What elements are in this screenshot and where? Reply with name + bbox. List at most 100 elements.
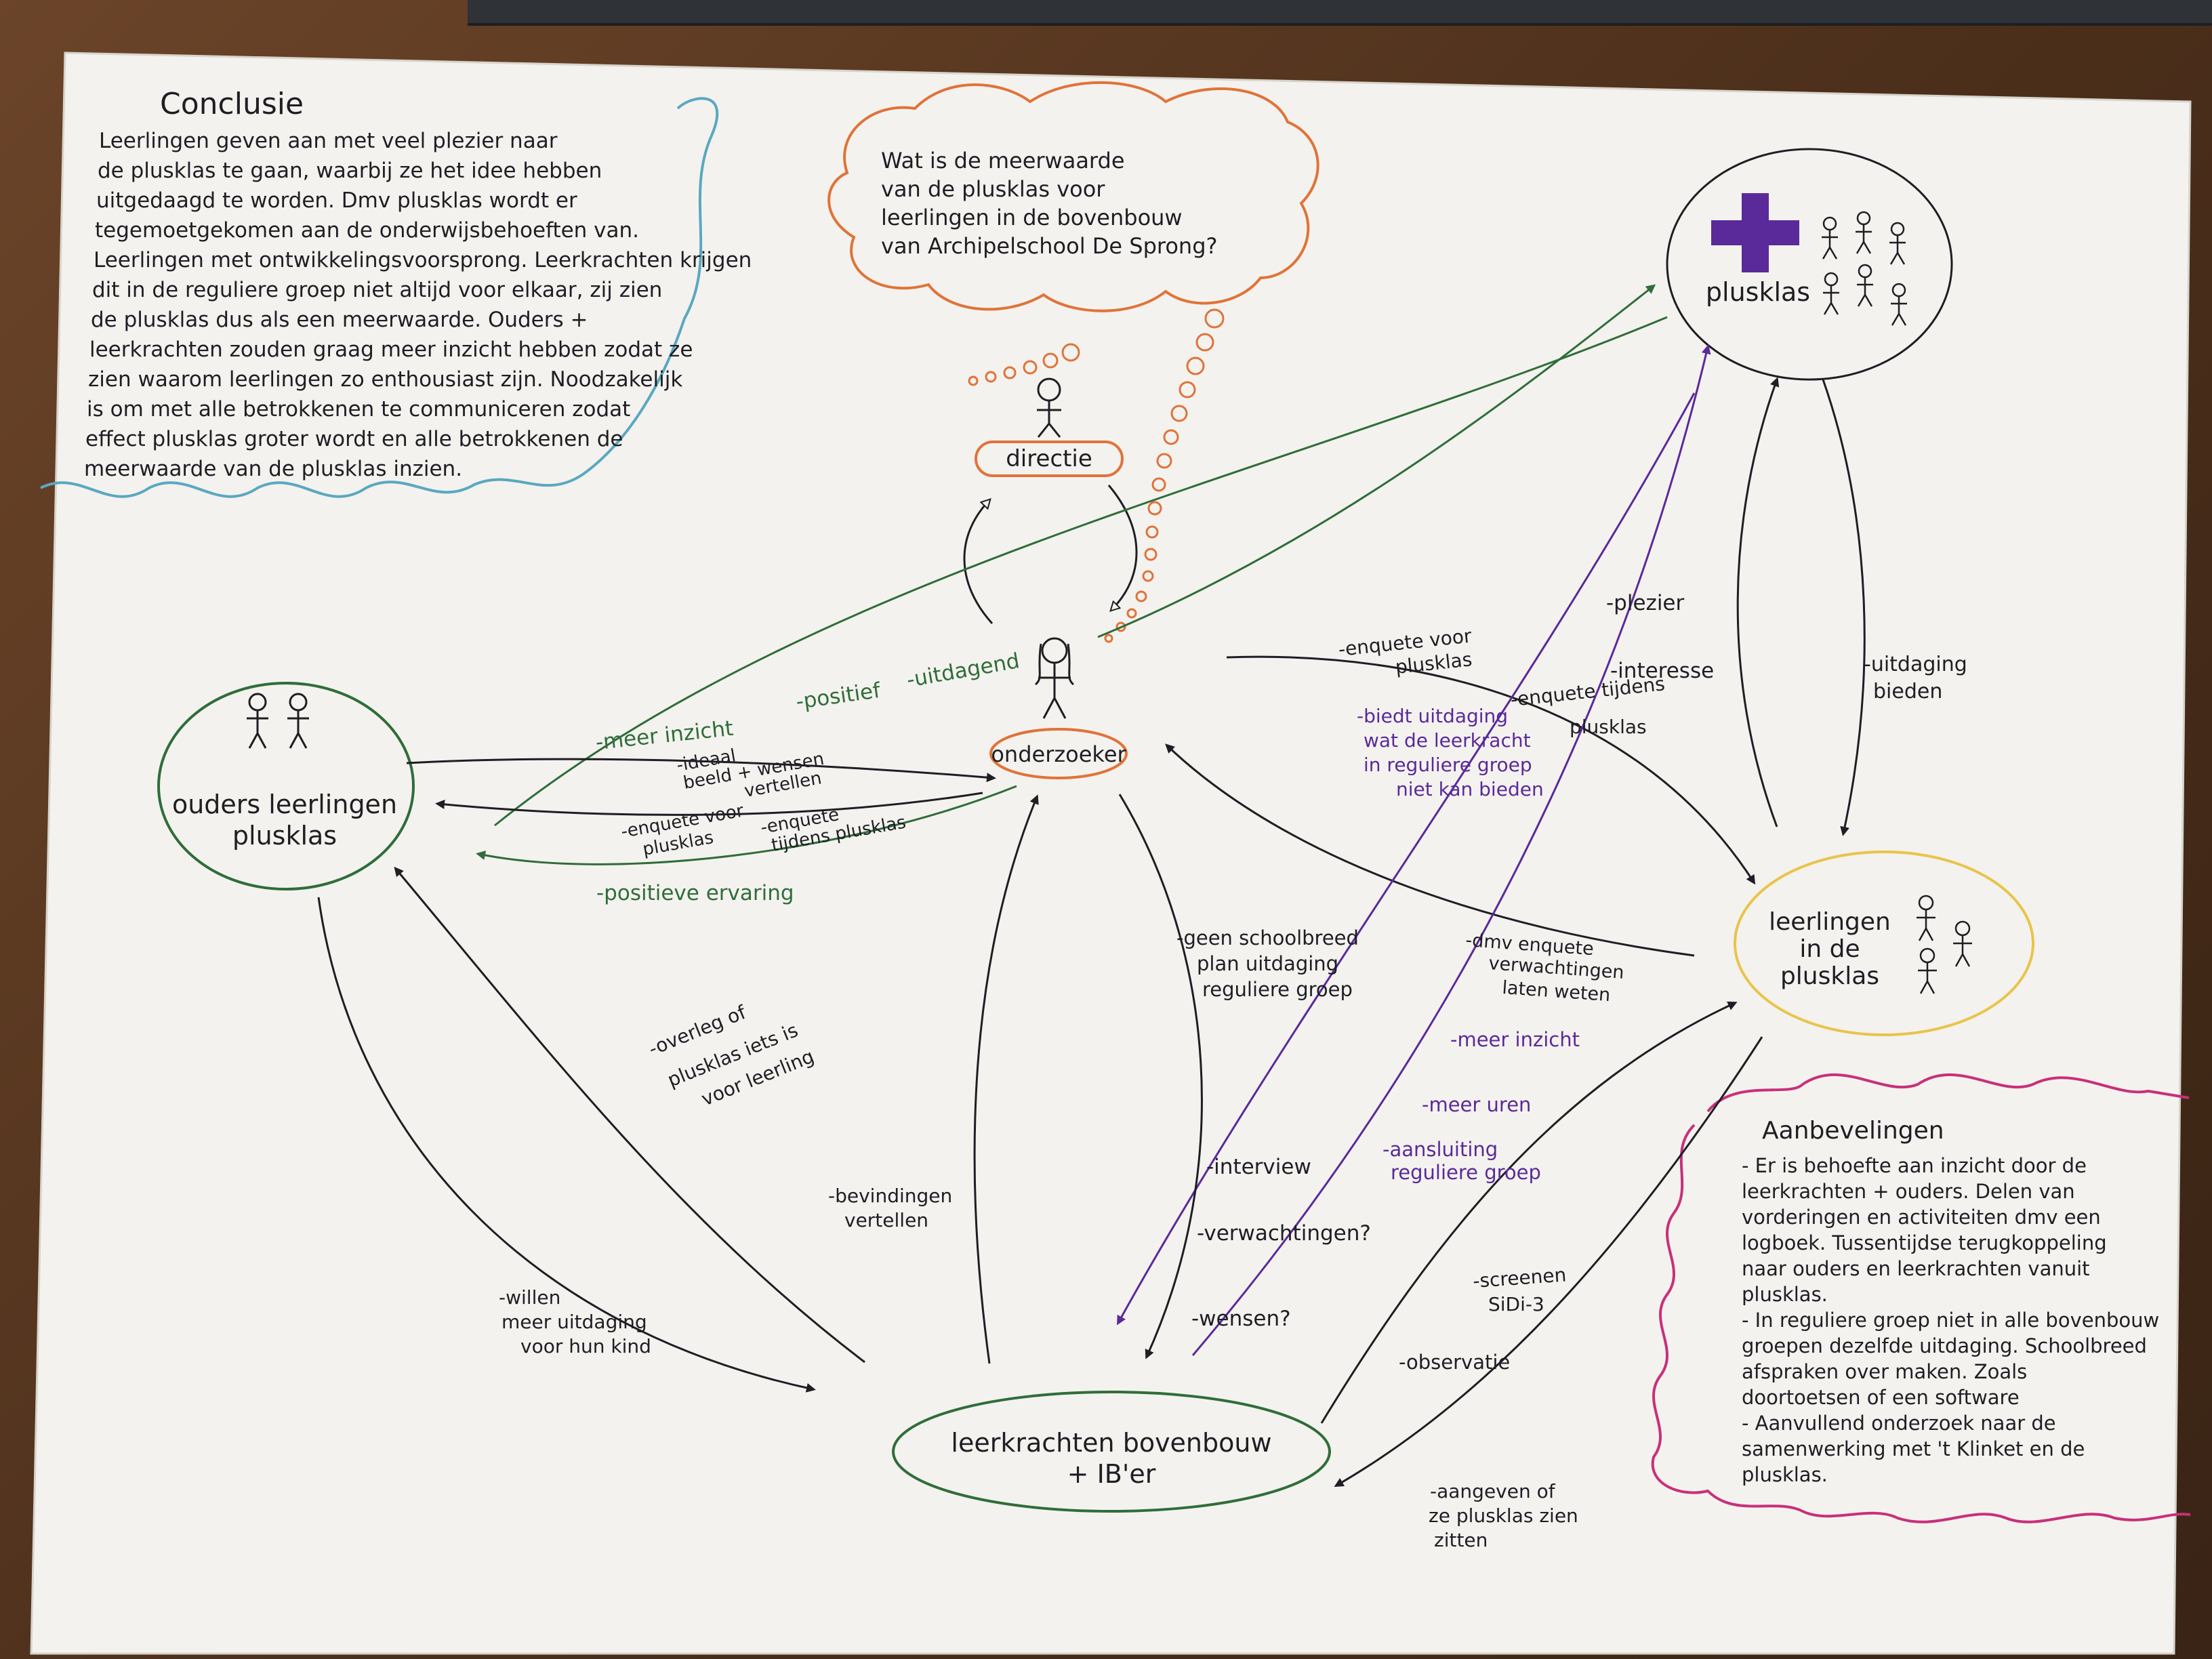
label-aangeven-1: -aangeven of (1430, 1480, 1556, 1502)
arrow-leerkrachten-leerlingen (1320, 1001, 1738, 1424)
recommendation-line: - Aanvullend onderzoek naar de (1742, 1412, 2056, 1435)
recommendation-line: afspraken over maken. Zoals (1742, 1360, 2027, 1383)
conclusion-title: Conclusie (160, 87, 304, 121)
recommendations-text: - Er is behoefte aan inzicht door de lee… (1742, 1154, 2159, 1486)
question-line: van de plusklas voor (881, 176, 1105, 202)
node-directie: directie (975, 377, 1124, 477)
conclusion-line: effect plusklas groter wordt en alle bet… (85, 427, 623, 451)
label-willen-1: -willen (499, 1286, 560, 1309)
leerlingen-label-1: leerlingen (1769, 908, 1891, 936)
plus-icon (1711, 193, 1799, 272)
pupil-figures-leerlingen (1917, 895, 1972, 994)
label-interview: -interview (1206, 1155, 1311, 1179)
recommendation-line: vorderingen en activiteiten dmv een (1742, 1206, 2101, 1229)
arrow-ouders-onderzoeker (406, 758, 996, 783)
node-onderzoeker: onderzoeker (989, 637, 1128, 779)
recommendations-block: Aanbevelingen - Er is behoefte aan inzic… (1742, 1117, 2159, 1486)
label-meer-uren: -meer uren (1422, 1093, 1531, 1116)
conclusion-line: de plusklas dus als een meerwaarde. Oude… (91, 308, 588, 332)
label-plezier: -plezier (1606, 591, 1685, 615)
label-aangeven-2: ze plusklas zien (1429, 1504, 1578, 1527)
label-meer-inzicht-purple: -meer inzicht (1450, 1028, 1580, 1051)
recommendation-line: plusklas. (1742, 1283, 1828, 1306)
leerlingen-circle (1734, 851, 2034, 1036)
label-uitdaging-1: -uitdaging (1864, 653, 1967, 676)
arrow-directie-onderzoeker (1107, 485, 1138, 610)
label-biedt-2: wat de leerkracht (1364, 729, 1531, 752)
node-leerkrachten: leerkrachten bovenbouw + IB'er (892, 1391, 1331, 1513)
question-line: Wat is de meerwaarde (881, 148, 1125, 173)
question-bubble (827, 81, 1319, 312)
label-uitdaging-2: bieden (1873, 680, 1942, 703)
pupil-figures-plusklas (1822, 211, 1907, 326)
label-willen-3: voor hun kind (520, 1335, 651, 1357)
label-willen-2: meer uitdaging (501, 1311, 647, 1333)
conclusion-line: leerkrachten zouden graag meer inzicht h… (89, 337, 693, 362)
leerkrachten-ellipse (892, 1391, 1331, 1513)
conclusion-line: Leerlingen met ontwikkelingsvoorsprong. … (94, 248, 752, 272)
arrow-onderzoeker-leerkrachten (1118, 794, 1203, 1359)
label-geen-schoolbreed-2: plan uitdaging (1197, 952, 1338, 975)
arrow-leerlingen-leerkrachten (1334, 1036, 1763, 1488)
recommendation-line: logboek. Tussentijdse terugkoppeling (1742, 1231, 2107, 1254)
arrow-onderzoeker-plusklas (1097, 284, 1656, 638)
conclusion-line: dit in de reguliere groep niet altijd vo… (92, 278, 662, 302)
label-verwachtingen: -verwachtingen? (1197, 1221, 1371, 1246)
conclusion-line: zien waarom leerlingen zo enthousiast zi… (88, 367, 682, 392)
arrow-plusklas-ouders (494, 316, 1668, 827)
research-question: Wat is de meerwaarde van de plusklas voor… (881, 148, 1218, 259)
arrow-leerlingen-onderzoeker (1165, 743, 1695, 957)
thought-trail-directie (968, 343, 1080, 386)
laptop-edge (468, 0, 2212, 26)
recommendation-line: naar ouders en leerkrachten vanuit (1742, 1257, 2090, 1280)
arrow-leerlingen-plusklas (1736, 377, 1780, 827)
conclusion-line: meerwaarde van de plusklas inzien. (84, 457, 462, 481)
arrow-leerkrachten-plusklas-purple (1191, 344, 1711, 1356)
node-leerlingen: leerlingen in de plusklas (1734, 851, 2034, 1036)
label-geen-schoolbreed-3: reguliere groep (1202, 978, 1353, 1001)
recommendations-cloud (1651, 1073, 2191, 1523)
conclusion-cloud (40, 97, 718, 498)
label-enquete-tijdens-right-2: plusklas (1570, 716, 1647, 738)
thought-trail-onderzoeker (1104, 308, 1225, 643)
label-bevindingen-1: -bevindingen (828, 1185, 952, 1207)
label-aansluiting-2: reguliere groep (1391, 1161, 1541, 1184)
parent-figures (247, 693, 309, 749)
node-plusklas: plusklas (1666, 148, 1953, 381)
label-interesse: -interesse (1610, 659, 1714, 683)
label-bevindingen-2: vertellen (844, 1209, 928, 1231)
question-line: van Archipelschool De Sprong? (881, 233, 1218, 259)
arrow-ouders-leerkrachten (317, 897, 816, 1393)
label-biedt-1: -biedt uitdaging (1357, 705, 1508, 727)
recommendation-line: samenwerking met 't Klinket en de (1742, 1437, 2085, 1460)
arrow-plusklas-leerlingen (1822, 379, 1866, 836)
directie-label: directie (1006, 445, 1092, 472)
label-screenen-2: SiDi-3 (1488, 1293, 1544, 1315)
conclusion-line: Leerlingen geven aan met veel plezier na… (99, 129, 558, 153)
leerlingen-label-3: plusklas (1780, 962, 1879, 990)
leerlingen-label-2: in de (1799, 935, 1860, 963)
plusklas-circle (1666, 148, 1953, 381)
recommendation-line: - In reguliere groep niet in alle bovenb… (1742, 1309, 2159, 1332)
conclusion-line: uitgedaagd te worden. Dmv plusklas wordt… (96, 188, 577, 213)
label-wensen: -wensen? (1191, 1307, 1291, 1331)
recommendations-title: Aanbevelingen (1762, 1117, 1944, 1145)
stick-figure-directie (1037, 377, 1061, 438)
ouders-label-2: plusklas (232, 821, 337, 851)
label-biedt-4: niet kan bieden (1396, 778, 1544, 800)
conclusion-line: de plusklas te gaan, waarbij ze het idee… (98, 159, 602, 183)
conclusion-line: tegemoetgekomen aan de onderwijsbehoefte… (95, 218, 639, 243)
conclusion-text: Leerlingen geven aan met veel plezier na… (84, 129, 752, 481)
onderzoeker-box (989, 728, 1128, 779)
arrow-leerkrachten-onderzoeker (973, 794, 1039, 1364)
stick-figure-onderzoeker (1034, 637, 1075, 719)
arrow-onderzoeker-leerlingen (1226, 655, 1756, 885)
onderzoeker-label: onderzoeker (991, 741, 1126, 767)
arrow-onderzoeker-ouders (435, 792, 983, 816)
node-ouders: ouders leerlingen plusklas (157, 682, 415, 890)
arrow-onderzoeker-directie (963, 500, 994, 625)
question-line: leerlingen in de bovenbouw (881, 205, 1183, 230)
directie-box (975, 441, 1124, 477)
label-aangeven-3: zitten (1434, 1529, 1488, 1551)
